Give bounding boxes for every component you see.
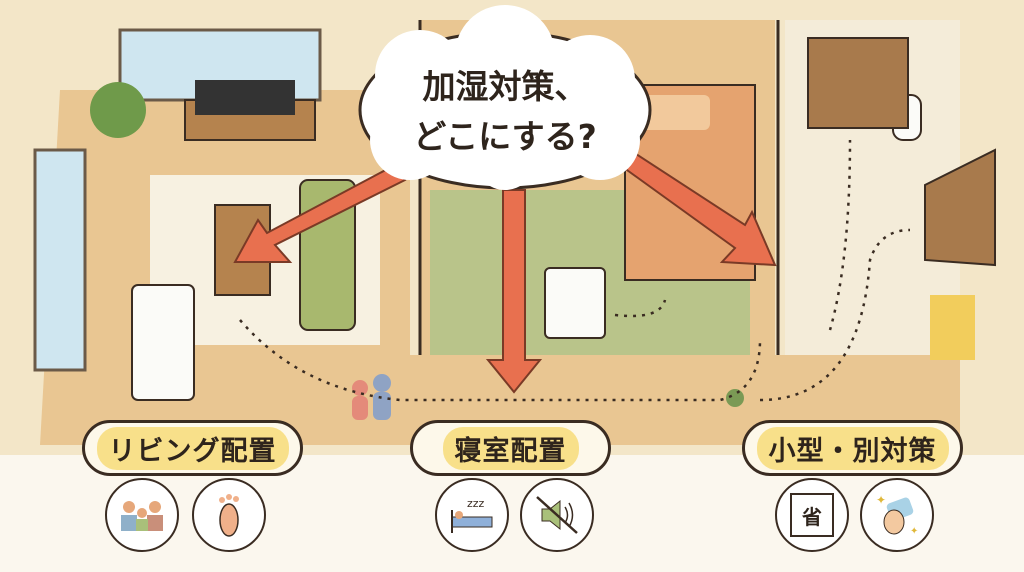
headline-line-2: どこにする? xyxy=(413,117,597,156)
svg-text:zzz: zzz xyxy=(467,497,485,510)
option-label: 寝室配置 xyxy=(442,426,579,470)
family-icon xyxy=(105,478,179,552)
svg-text:✦: ✦ xyxy=(876,493,886,507)
humidifier-bedroom xyxy=(544,267,606,339)
window xyxy=(33,148,87,372)
arrows xyxy=(233,148,777,394)
towel xyxy=(930,295,975,360)
option-label: 小型・別対策 xyxy=(756,426,949,470)
cleaning-hand-icon: ✦✦ xyxy=(860,478,934,552)
space-saving-label: 省 xyxy=(790,493,834,537)
footprint-icon xyxy=(192,478,266,552)
tv xyxy=(195,80,295,115)
option-label: リビング配置 xyxy=(96,426,289,470)
headline-line-1: 加湿対策、 xyxy=(422,67,588,106)
svg-text:✦: ✦ xyxy=(910,526,918,537)
option-compact: 小型・別対策 xyxy=(742,420,963,476)
mute-speaker-icon xyxy=(520,478,594,552)
humidifier-living xyxy=(131,284,195,401)
option-bedroom: 寝室配置 xyxy=(410,420,611,476)
headline: 加湿対策、 どこにする? xyxy=(380,62,630,162)
door xyxy=(807,37,909,129)
option-living-room: リビング配置 xyxy=(82,420,303,476)
baby xyxy=(726,389,744,407)
plant xyxy=(90,82,146,138)
sleeping-bed-icon: zzz xyxy=(435,478,509,552)
space-saving-icon: 省 xyxy=(775,478,849,552)
